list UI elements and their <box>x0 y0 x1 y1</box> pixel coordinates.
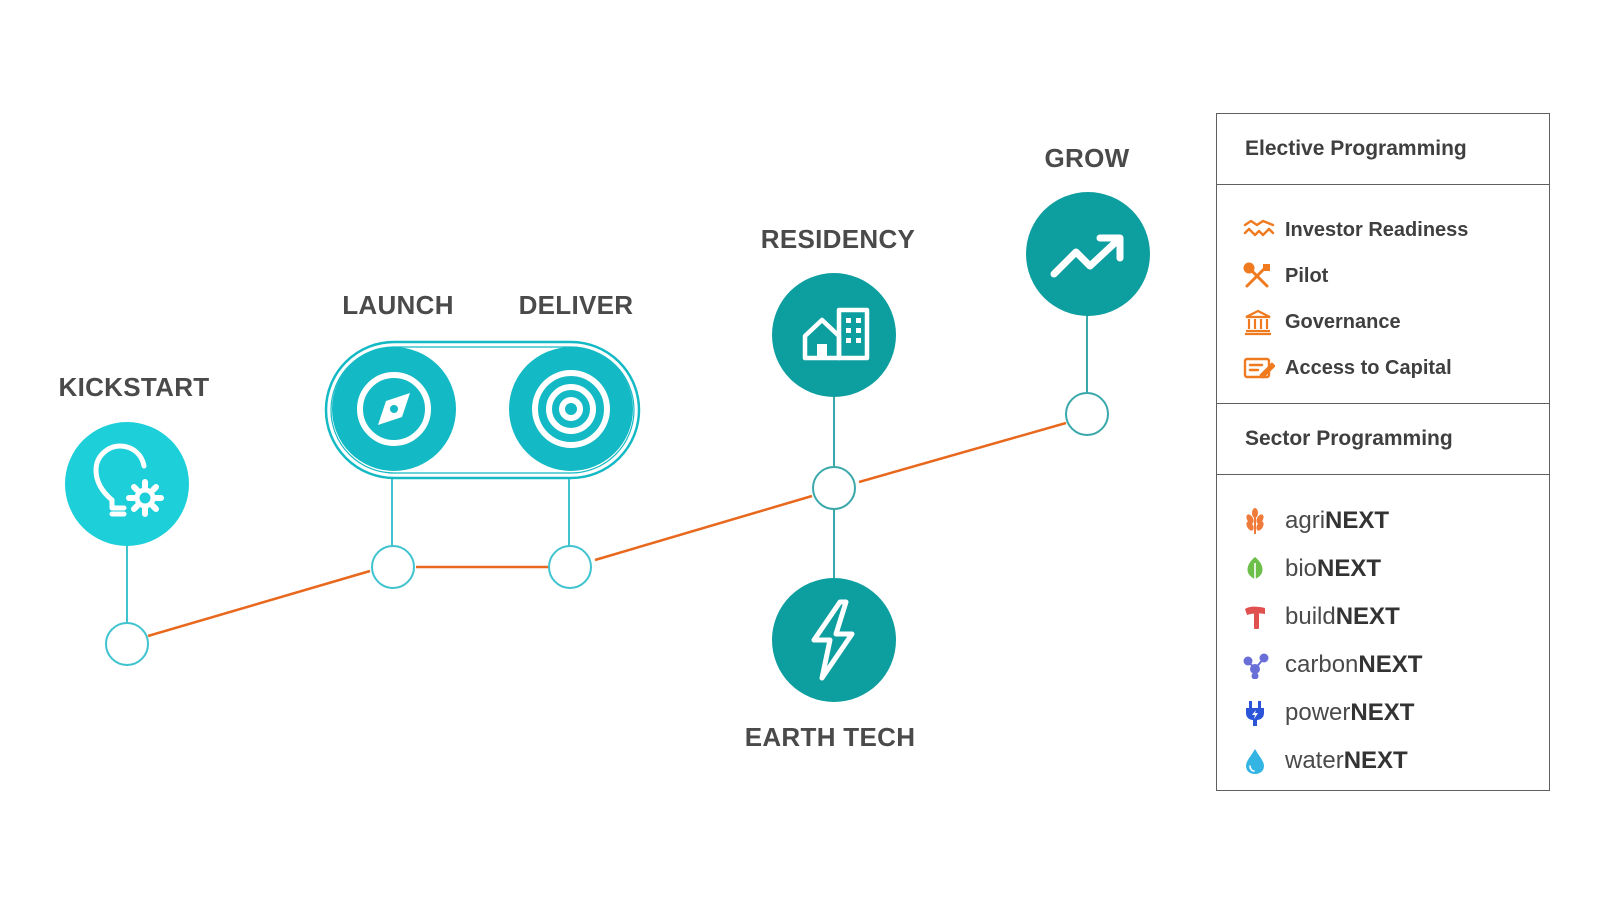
stage-label-residency: RESIDENCY <box>761 224 915 254</box>
elective-item-label: Access to Capital <box>1285 356 1452 379</box>
timeline-node-residency <box>812 466 856 510</box>
elective-item-label: Governance <box>1285 310 1401 333</box>
timeline-node-kickstart <box>105 622 149 666</box>
stage-kickstart <box>65 422 189 546</box>
sector-prefix: agri <box>1285 507 1326 534</box>
sector-suffix: NEXT <box>1358 651 1423 678</box>
sector-list: agriNEXT bioNEXT buildNEXT carbonNEXT <box>1217 475 1549 785</box>
divider <box>1217 403 1549 404</box>
sector-prefix: power <box>1285 699 1351 726</box>
timeline-node-grow <box>1065 392 1109 436</box>
stage-label-grow: GROW <box>1045 143 1130 173</box>
stage-label-earth-tech: EARTH TECH <box>745 722 916 752</box>
bank-icon <box>1243 307 1277 337</box>
lightning-icon <box>811 599 855 681</box>
compass-icon <box>357 372 431 446</box>
stage-launch <box>332 347 456 471</box>
target-icon <box>532 370 610 448</box>
buildings-icon <box>802 307 870 361</box>
tools-icon <box>1243 261 1277 291</box>
connector-lines-teal <box>833 315 1088 578</box>
sector-suffix: NEXT <box>1325 507 1390 534</box>
journey-diagram: KICKSTART LAUNCH DELIVER RESIDENCY <box>59 143 1150 752</box>
sector-item-waternext: waterNEXT <box>1243 737 1549 785</box>
sector-item-buildnext: buildNEXT <box>1243 593 1549 641</box>
molecule-icon <box>1243 650 1277 680</box>
elective-item-pilot: Pilot <box>1243 253 1549 299</box>
stage-grow <box>1026 192 1150 316</box>
leaf-icon <box>1243 554 1277 584</box>
sector-item-agrinext: agriNEXT <box>1243 497 1549 545</box>
programming-legend: Elective Programming Investor Readiness … <box>1216 113 1550 791</box>
sector-suffix: NEXT <box>1317 555 1382 582</box>
elective-item-investor-readiness: Investor Readiness <box>1243 207 1549 253</box>
sector-programming-title: Sector Programming <box>1245 427 1453 450</box>
divider <box>1217 184 1549 185</box>
droplet-icon <box>1243 746 1277 776</box>
wheat-icon <box>1243 506 1277 536</box>
trend-up-icon <box>1050 234 1124 278</box>
timeline-node-deliver <box>548 545 592 589</box>
timeline-node-launch <box>371 545 415 589</box>
sector-item-carbonnext: carbonNEXT <box>1243 641 1549 689</box>
sector-prefix: bio <box>1285 555 1318 582</box>
plug-icon <box>1243 698 1277 728</box>
sector-suffix: NEXT <box>1350 699 1415 726</box>
sector-item-powernext: powerNEXT <box>1243 689 1549 737</box>
elective-item-label: Pilot <box>1285 264 1329 287</box>
stage-label-deliver: DELIVER <box>519 290 634 320</box>
divider <box>1217 474 1549 475</box>
sector-prefix: water <box>1285 747 1344 774</box>
elective-item-access-to-capital: Access to Capital <box>1243 345 1549 391</box>
sector-prefix: carbon <box>1285 651 1359 678</box>
stage-label-launch: LAUNCH <box>342 290 454 320</box>
hammer-icon <box>1243 602 1277 632</box>
handshake-icon <box>1243 215 1277 245</box>
sector-item-bionext: bioNEXT <box>1243 545 1549 593</box>
stage-earth-tech <box>772 578 896 702</box>
connector-lines <box>126 478 570 623</box>
lightbulb-gear-icon <box>93 443 164 517</box>
sector-prefix: build <box>1285 603 1336 630</box>
sector-suffix: NEXT <box>1335 603 1400 630</box>
timeline-line <box>147 421 1067 638</box>
elective-list: Investor Readiness Pilot Governance <box>1217 185 1549 403</box>
stage-residency <box>772 273 896 397</box>
elective-programming-title: Elective Programming <box>1245 137 1467 160</box>
stage-deliver <box>509 347 633 471</box>
elective-item-label: Investor Readiness <box>1285 218 1469 241</box>
document-pen-icon <box>1243 353 1277 383</box>
stage-label-kickstart: KICKSTART <box>59 372 210 402</box>
elective-item-governance: Governance <box>1243 299 1549 345</box>
sector-suffix: NEXT <box>1343 747 1408 774</box>
